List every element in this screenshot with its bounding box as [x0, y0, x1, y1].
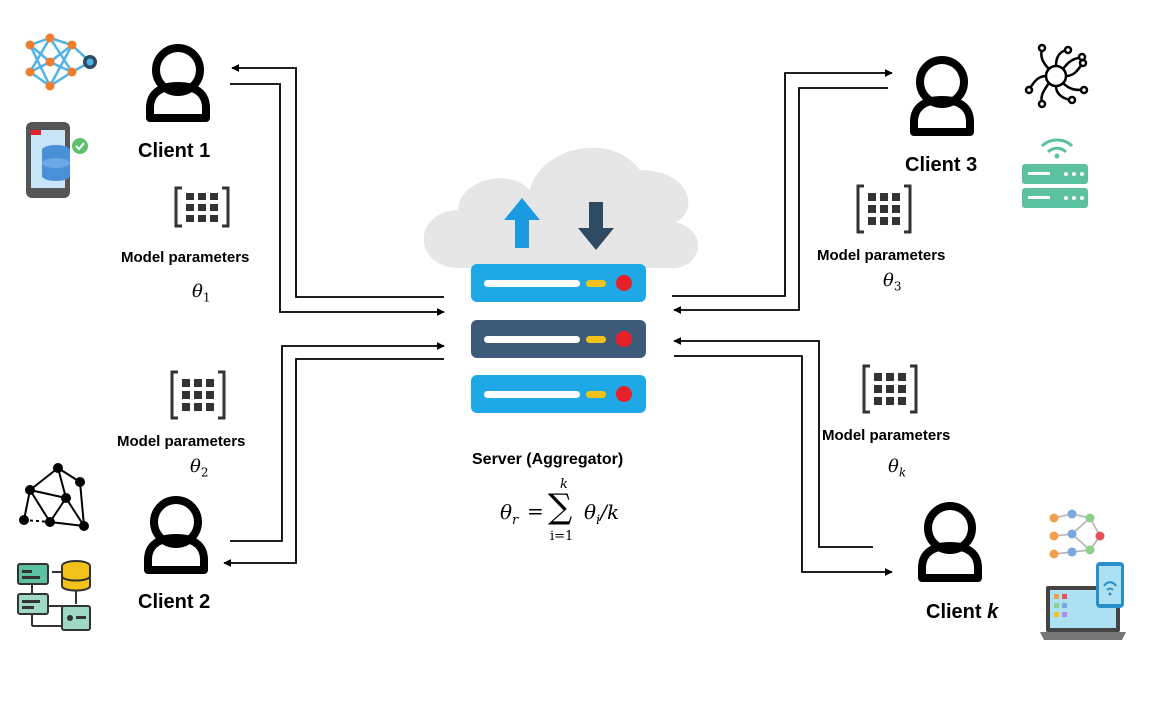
- arrows-client-k: [673, 337, 893, 576]
- arrows-client-2: [223, 342, 445, 567]
- client-2-label: Client 2: [138, 591, 211, 613]
- formula-sum-lower: i=1: [550, 529, 574, 544]
- arrow-server-to-client-k: [674, 355, 893, 576]
- model-matrix-icon-1: [174, 186, 230, 228]
- server-rack-icon: [471, 264, 646, 413]
- client-2-model-parameters-label: Model parameters: [117, 433, 246, 450]
- wifi-router-icon: [1022, 138, 1088, 208]
- model-matrix-icon-2: [170, 370, 226, 420]
- client-3-model-parameters-label: Model parameters: [817, 247, 946, 264]
- ai-circuit-icon: [1024, 43, 1089, 109]
- network-graph-icon: [19, 463, 89, 531]
- arrow-client-3-to-server: [673, 87, 888, 314]
- arrow-server-to-client-1: [231, 64, 444, 298]
- arrows-client-1: [230, 64, 445, 316]
- client-2-theta: θ2: [190, 456, 209, 480]
- formula-sum-symbol: ∑: [548, 487, 573, 527]
- client-3-theta: θ3: [883, 270, 902, 294]
- download-arrow-icon: [578, 202, 614, 250]
- client-k-person-icon: [918, 502, 982, 582]
- mobile-database-icon: [26, 122, 88, 198]
- formula-term: θi/k: [584, 500, 620, 528]
- arrow-client-1-to-server: [230, 83, 445, 316]
- client-1-model-parameters-label: Model parameters: [121, 249, 250, 266]
- formula-sum-upper: k: [560, 477, 568, 492]
- client-2-person-icon: [144, 496, 208, 574]
- arrow-server-to-client-2: [223, 358, 444, 567]
- upload-arrow-icon: [504, 198, 540, 248]
- arrows-client-3: [672, 69, 893, 314]
- client-3-label: Client 3: [905, 154, 978, 176]
- formula-equals: =: [527, 499, 544, 523]
- arrow-server-to-client-3: [672, 69, 893, 297]
- neural-network-icon: [25, 33, 97, 91]
- model-matrix-icon-k: [862, 364, 918, 414]
- laptop-phone-icon: [1040, 562, 1126, 640]
- cloud-icon: [423, 147, 699, 269]
- client-k-label: Client k: [926, 601, 999, 623]
- client-3-person-icon: [910, 56, 974, 136]
- arrow-client-2-to-server: [230, 342, 445, 542]
- client-1-person-icon: [146, 44, 210, 122]
- formula-lhs: θr: [500, 500, 519, 528]
- server-label: Server (Aggregator): [472, 451, 624, 468]
- arrow-client-k-to-server: [673, 337, 873, 548]
- client-1-label: Client 1: [138, 140, 211, 162]
- client-k-theta: θk: [888, 456, 907, 480]
- decision-graph-icon: [1049, 509, 1105, 559]
- data-pipeline-icon: [17, 560, 91, 631]
- client-k-model-parameters-label: Model parameters: [822, 427, 951, 444]
- client-1-theta: θ1: [192, 281, 211, 305]
- model-matrix-icon-3: [856, 184, 912, 234]
